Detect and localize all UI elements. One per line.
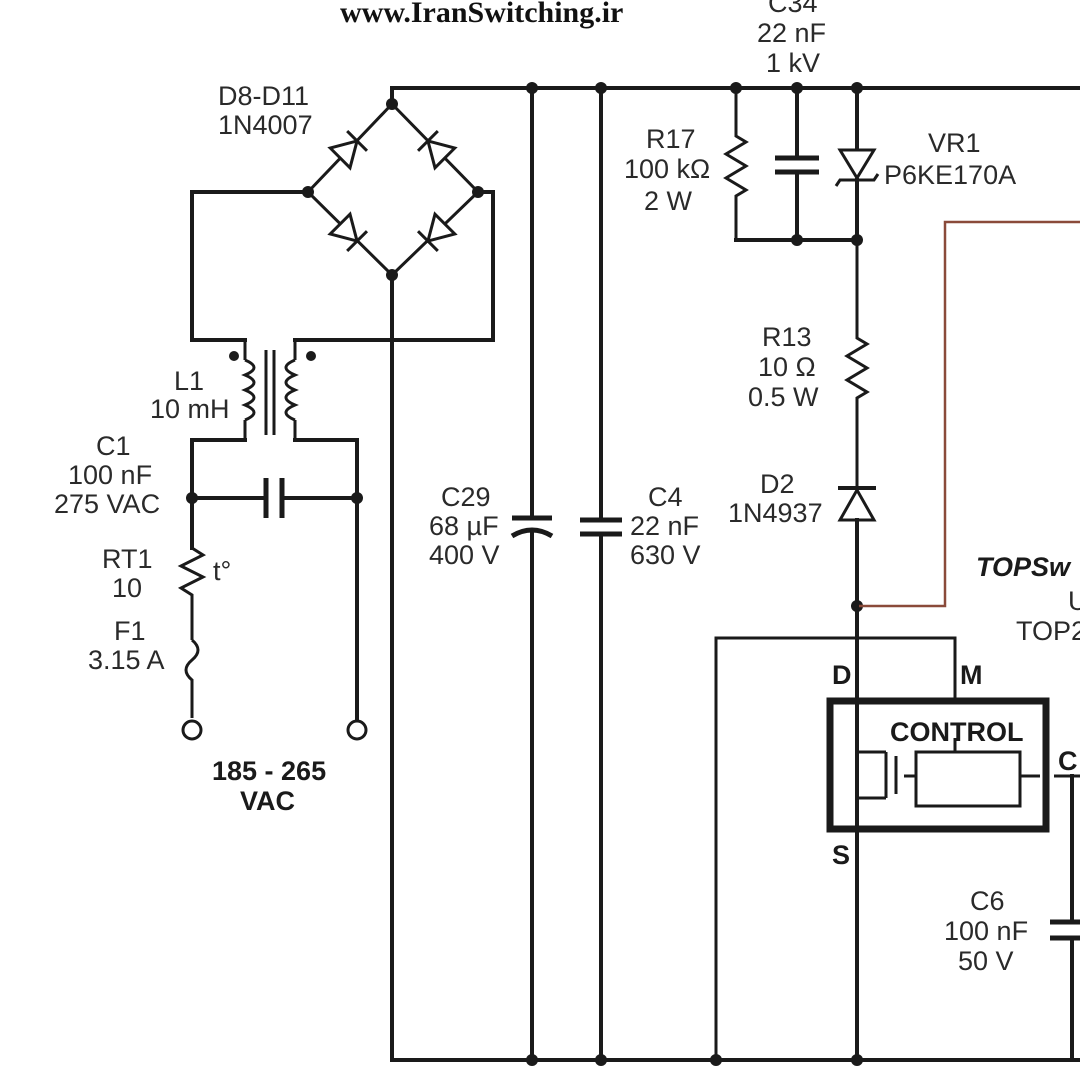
- c4-ref: C4: [648, 482, 683, 512]
- resistor-r17: R17 100 kΩ 2 W: [624, 88, 749, 240]
- clamp-junction: [734, 234, 863, 246]
- f1-value: 3.15 A: [88, 645, 165, 675]
- c6-rating: 50 V: [958, 946, 1014, 976]
- l1-ref: L1: [174, 366, 204, 396]
- u1-pin-d: D: [832, 660, 852, 690]
- c1-rating: 275 VAC: [54, 489, 160, 519]
- diode-d2: D2 1N4937: [728, 469, 877, 608]
- c34-rating: 1 kV: [766, 48, 820, 78]
- input-wiring: [190, 190, 495, 720]
- bridge-diode-upper-right: [416, 129, 458, 171]
- c29-value: 68 µF: [429, 511, 499, 541]
- capacitor-c4: C4 22 nF 630 V: [580, 86, 701, 1062]
- r17-ref: R17: [646, 124, 696, 154]
- bridge-diode-upper-left: [327, 129, 369, 171]
- r17-rating: 2 W: [644, 186, 693, 216]
- u1-ref: U: [1068, 586, 1080, 616]
- capacitor-c6: C6 100 nF 50 V: [944, 774, 1080, 1062]
- u1-family: TOPSw: [976, 552, 1072, 582]
- c29-rating: 400 V: [429, 540, 500, 570]
- c6-ref: C6: [970, 886, 1005, 916]
- c4-rating: 630 V: [630, 540, 701, 570]
- c1-ref: C1: [96, 431, 131, 461]
- header-url: www.IranSwitching.ir: [340, 0, 623, 29]
- r13-value: 10 Ω: [758, 352, 816, 382]
- rt1-ref: RT1: [102, 544, 153, 574]
- d2-ref: D2: [760, 469, 795, 499]
- bridge-diode-lower-right: [416, 211, 458, 253]
- u1-pin-m: M: [960, 660, 983, 690]
- r17-value: 100 kΩ: [624, 154, 710, 184]
- u1-pin-c: C: [1058, 746, 1078, 776]
- r13-rating: 0.5 W: [748, 382, 819, 412]
- vr1-ref: VR1: [928, 128, 981, 158]
- drain-node: [851, 220, 1080, 1062]
- f1-ref: F1: [114, 616, 146, 646]
- c29-ref: C29: [441, 482, 491, 512]
- bottom-rail: [390, 1054, 1080, 1066]
- ac-input-terminals: 185 - 265 VAC: [181, 719, 368, 816]
- c1-value: 100 nF: [68, 460, 152, 490]
- input-unit: VAC: [240, 786, 295, 816]
- c34-ref: C34: [768, 0, 818, 18]
- r13-ref: R13: [762, 322, 812, 352]
- resistor-r13: R13 10 Ω 0.5 W: [748, 240, 870, 486]
- l1-value: 10 mH: [150, 394, 230, 424]
- topswitch-u1: TOPSw U TOP2 D M S C CONTROL: [714, 552, 1080, 1060]
- zener-vr1: VR1 P6KE170A: [834, 86, 1016, 242]
- u1-control-block: CONTROL: [890, 717, 1023, 747]
- thermistor-rt1: RT1 10 t°: [102, 540, 231, 640]
- fuse-f1: F1 3.15 A: [88, 616, 200, 718]
- input-voltage: 185 - 265: [212, 756, 326, 786]
- capacitor-c34: C34 22 nF 1 kV: [757, 0, 826, 242]
- c6-value: 100 nF: [944, 916, 1028, 946]
- bridge-value: 1N4007: [218, 110, 313, 140]
- bridge-ref: D8-D11: [218, 81, 309, 111]
- bridge-rectifier: D8-D11 1N4007: [218, 81, 484, 281]
- capacitor-c1: C1 100 nF 275 VAC: [54, 431, 363, 519]
- capacitor-c29: C29 68 µF 400 V: [429, 86, 554, 1062]
- c4-value: 22 nF: [630, 511, 699, 541]
- rt1-symbol: t°: [213, 556, 231, 586]
- d2-value: 1N4937: [728, 498, 823, 528]
- common-mode-choke-l1: L1 10 mH: [150, 340, 316, 440]
- bridge-diode-lower-left: [327, 211, 369, 253]
- u1-part: TOP2: [1016, 616, 1080, 646]
- rt1-value: 10: [112, 573, 142, 603]
- vr1-value: P6KE170A: [884, 160, 1016, 190]
- c34-value: 22 nF: [757, 18, 826, 48]
- u1-pin-s: S: [832, 840, 850, 870]
